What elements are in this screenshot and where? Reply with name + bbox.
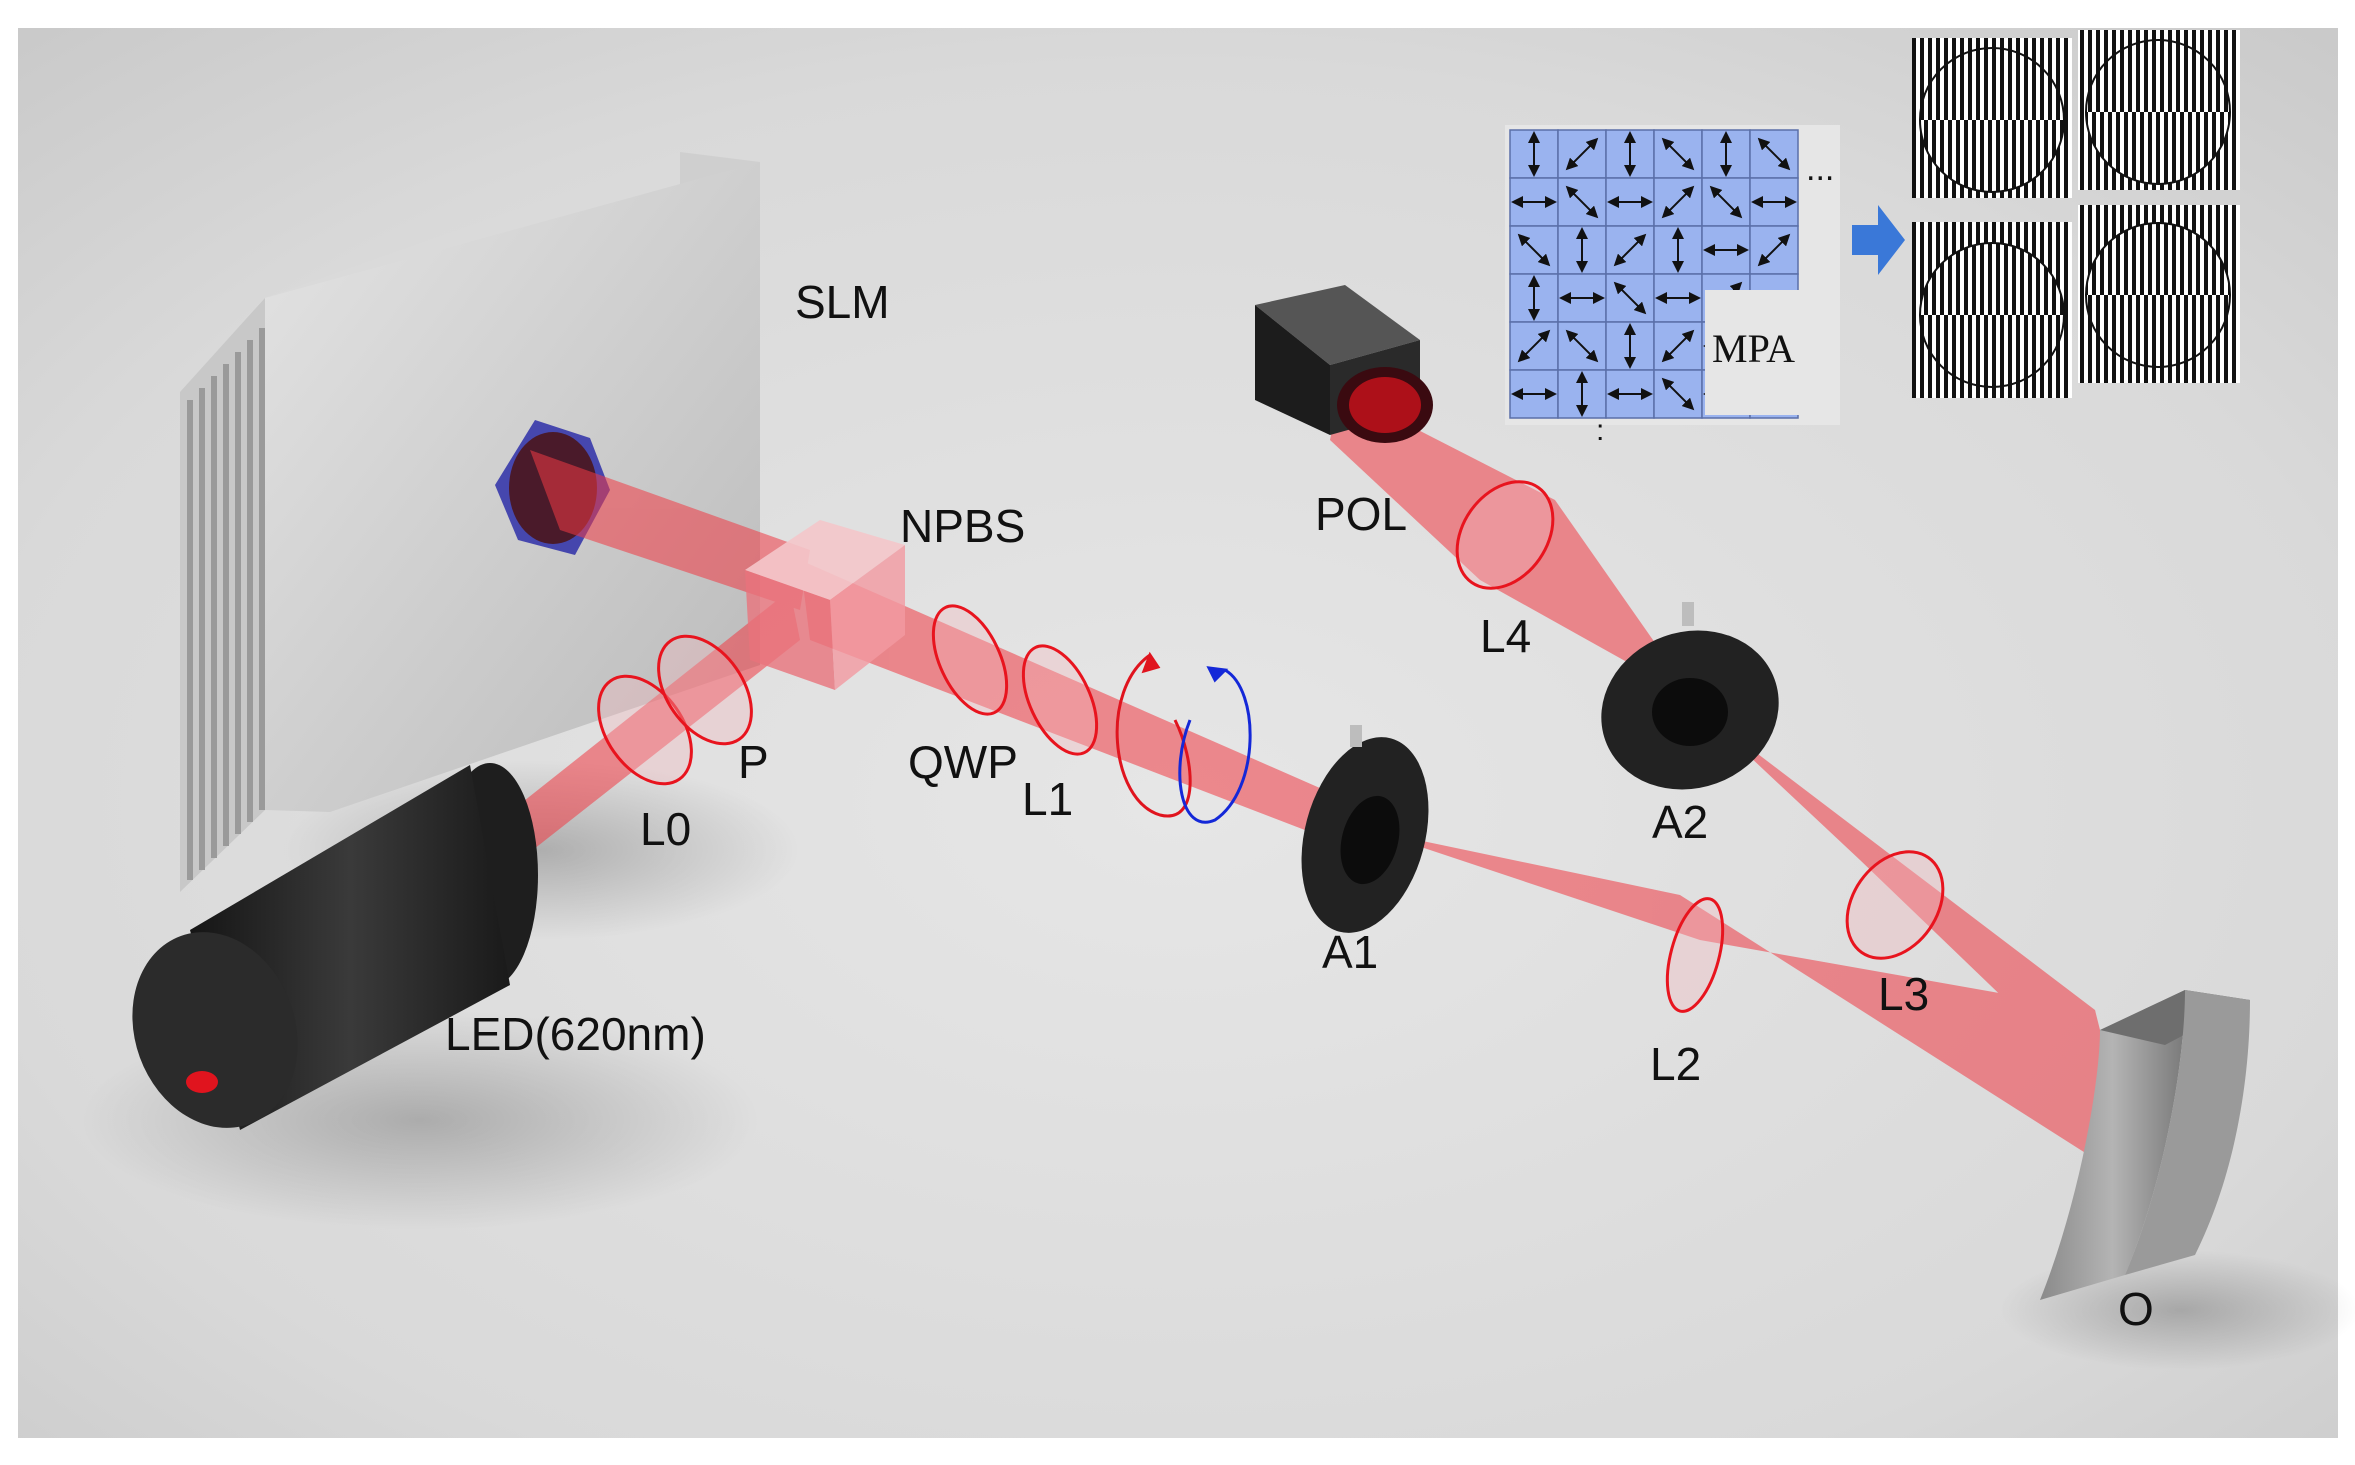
mpa-polarizer-arrow bbox=[1613, 281, 1647, 315]
label-object: O bbox=[2118, 1283, 2154, 1335]
fringe-panel-3 bbox=[1912, 222, 2072, 398]
lens-l3 bbox=[1845, 850, 1945, 960]
lenses bbox=[597, 480, 1945, 1013]
circular-polarization-arrows-icon bbox=[1115, 651, 1252, 824]
label-l1: L1 bbox=[1022, 773, 1073, 825]
beam-a2-to-pol bbox=[1330, 390, 1695, 700]
beam-a1-to-object bbox=[1370, 830, 2120, 1175]
label-pol: POL bbox=[1315, 488, 1407, 540]
lens-qwp bbox=[931, 604, 1009, 716]
aperture-a2 bbox=[1601, 602, 1779, 790]
label-l3: L3 bbox=[1878, 968, 1929, 1020]
mpa-polarizer-arrow bbox=[1565, 137, 1599, 171]
mpa-polarizer-arrow bbox=[1661, 185, 1695, 219]
object-surface bbox=[2040, 990, 2250, 1300]
fringe-panel-1 bbox=[1912, 38, 2072, 198]
mpa-label: MPA bbox=[1712, 326, 1795, 371]
blue-right-arrow-icon bbox=[1852, 205, 1905, 275]
label-a2: A2 bbox=[1652, 796, 1708, 848]
mpa-polarizer-arrow bbox=[1565, 329, 1599, 363]
mpa-polarizer-arrow bbox=[1517, 233, 1551, 267]
mpa-polarizer-arrow bbox=[1757, 233, 1791, 267]
light-beams bbox=[500, 390, 2120, 1175]
npbs-cube bbox=[745, 520, 905, 690]
label-l0: L0 bbox=[640, 803, 691, 855]
lens-p bbox=[657, 634, 753, 746]
label-slm: SLM bbox=[795, 276, 890, 328]
beam-npbs-to-a1 bbox=[800, 560, 1370, 855]
label-npbs: NPBS bbox=[900, 500, 1025, 552]
labels: SLM NPBS POL L0 P QWP L1 A1 A2 L2 L3 L4 … bbox=[445, 276, 2154, 1335]
mpa-polarizer-arrow bbox=[1661, 377, 1695, 411]
mpa-polarizer-arrow bbox=[1661, 137, 1695, 171]
mpa-polarizer-arrow bbox=[1613, 233, 1647, 267]
mpa-ellipsis-down: : bbox=[1596, 414, 1604, 447]
aperture-a1 bbox=[1301, 725, 1429, 933]
mpa-polarizer-arrow bbox=[1517, 329, 1551, 363]
mpa-polarizer-arrow bbox=[1709, 185, 1743, 219]
fringe-panels bbox=[1912, 30, 2240, 398]
mpa-inset: MPA ... : bbox=[1505, 125, 1840, 447]
lens-l1 bbox=[1021, 644, 1099, 756]
label-l2: L2 bbox=[1650, 1038, 1701, 1090]
mpa-ellipsis-right: ... bbox=[1806, 150, 1834, 188]
mpa-polarizer-arrow bbox=[1661, 329, 1695, 363]
mpa-polarizer-arrow bbox=[1565, 185, 1599, 219]
led-source bbox=[132, 763, 538, 1130]
beam-slm-to-npbs bbox=[530, 450, 810, 610]
mpa-label-box bbox=[1705, 290, 1820, 415]
label-a1: A1 bbox=[1322, 926, 1378, 978]
fringe-panel-2 bbox=[2078, 30, 2240, 190]
label-led: LED(620nm) bbox=[445, 1008, 706, 1060]
lens-l4 bbox=[1455, 480, 1555, 590]
label-p: P bbox=[738, 736, 769, 788]
label-l4: L4 bbox=[1480, 610, 1531, 662]
pol-camera bbox=[1255, 285, 1433, 443]
label-qwp: QWP bbox=[908, 736, 1018, 788]
beam-led-to-npbs bbox=[500, 590, 800, 860]
fringe-panel-4 bbox=[2078, 205, 2240, 383]
lens-l2 bbox=[1665, 897, 1725, 1013]
mpa-polarizer-arrow bbox=[1757, 137, 1791, 171]
